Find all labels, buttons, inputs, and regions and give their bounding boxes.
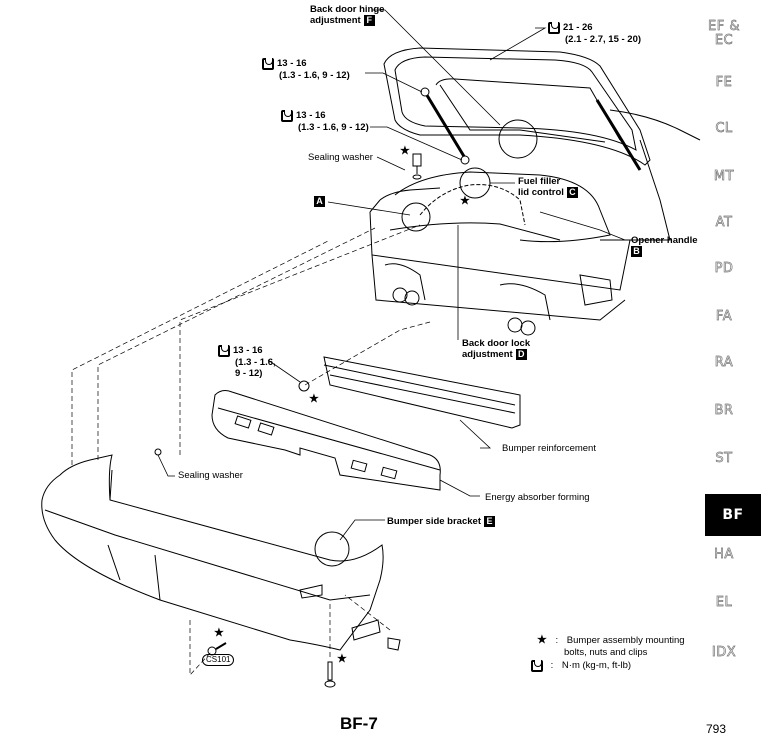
callout-sealing-washer-top: Sealing washer — [308, 152, 373, 163]
section-tab-st[interactable]: ST — [715, 451, 733, 466]
section-tab-cl[interactable]: CL — [715, 121, 733, 136]
callout-line1: Back door lock — [462, 338, 531, 349]
callout-text: Bumper side bracket — [387, 516, 481, 527]
page-number: 793 — [706, 722, 727, 736]
back-door — [383, 47, 651, 166]
torque-wrench-icon — [281, 110, 293, 122]
star-icon: ★ — [537, 634, 547, 646]
callout-energy-absorber: Energy absorber forming — [485, 492, 590, 503]
torque-value-alt: (1.3 - 1.6, — [235, 357, 276, 368]
ref-badge-f: F — [363, 15, 375, 26]
exhaust-detail — [384, 263, 613, 336]
section-tab-bf[interactable]: BF — [705, 494, 761, 536]
section-tab-ha[interactable]: HA — [714, 547, 734, 562]
section-tab-at[interactable]: AT — [715, 215, 733, 230]
torque-wrench-icon — [531, 660, 543, 672]
legend-torque-text: N·m (kg-m, ft-lb) — [561, 660, 632, 671]
fasteners — [207, 153, 422, 688]
section-tab-fe[interactable]: FE — [715, 75, 733, 90]
callout-ref-a: A — [314, 196, 325, 207]
section-tab-pd[interactable]: PD — [714, 261, 734, 276]
ref-badge-a: A — [314, 196, 325, 207]
bumper-fascia-part — [41, 448, 384, 651]
section-tab-br[interactable]: BR — [714, 403, 734, 418]
legend-torque-row: : N·m (kg-m, ft-lb) — [531, 660, 685, 672]
legend-star-text: Bumper assembly mounting — [566, 635, 685, 646]
callout-line1: Back door hinge — [310, 4, 385, 15]
star-icon: ★ — [214, 627, 224, 639]
callout-sealing-washer-bottom: Sealing washer — [178, 470, 243, 481]
leader-lines — [157, 9, 626, 541]
torque-value-alt: (1.3 - 1.6, 9 - 12) — [298, 122, 369, 133]
torque-wrench-icon — [262, 58, 274, 70]
legend-separator: : — [555, 635, 559, 646]
legend-star-row: ★ : Bumper assembly mounting — [537, 634, 685, 647]
star-icon: ★ — [460, 195, 470, 207]
callout-text: Opener handle — [631, 235, 698, 246]
section-tab-el[interactable]: EL — [715, 595, 733, 610]
torque-wrench-icon — [548, 22, 560, 34]
gas-struts — [420, 87, 642, 171]
star-icon: ★ — [400, 145, 410, 157]
callout-torque-bumper-nut: 13 - 16 (1.3 - 1.6, 9 - 12) — [218, 345, 276, 379]
dashed-assembly-lines — [71, 224, 431, 676]
page-code: BF-7 — [340, 714, 378, 733]
callout-torque-strut-upper: 13 - 16 (1.3 - 1.6, 9 - 12) — [262, 58, 350, 81]
ref-badge-c: C — [566, 187, 578, 198]
section-tab-ra[interactable]: RA — [714, 355, 734, 370]
ref-badge-e: E — [483, 516, 495, 527]
torque-wrench-icon — [218, 345, 230, 357]
star-icon: ★ — [309, 393, 319, 405]
legend-star-text-cont: bolts, nuts and clips — [564, 647, 648, 658]
torque-value-alt: (1.3 - 1.6, 9 - 12) — [279, 70, 350, 81]
ref-badge-d: D — [515, 349, 527, 360]
torque-value-alt: (2.1 - 2.7, 15 - 20) — [565, 34, 642, 45]
callout-line1: Fuel filler — [518, 176, 561, 187]
torque-value: 13 - 16 — [233, 345, 263, 356]
torque-value: 21 - 26 — [563, 22, 593, 33]
ref-badge-b: B — [631, 246, 642, 257]
section-tab-idx[interactable]: IDX — [711, 645, 737, 660]
section-tab-efec[interactable]: EF & EC — [708, 19, 740, 48]
callout-torque-strut-lower: 13 - 16 (1.3 - 1.6, 9 - 12) — [281, 110, 369, 133]
callout-opener-handle: Opener handle B — [631, 235, 698, 257]
bumper-reinforcement-part — [323, 356, 521, 429]
callout-bumper-reinforcement: Bumper reinforcement — [502, 443, 596, 454]
car-body — [369, 109, 701, 321]
callout-torque-hatch-hinge: 21 - 26 (2.1 - 2.7, 15 - 20) — [548, 22, 641, 45]
section-tab-mt[interactable]: MT — [713, 169, 735, 184]
torque-value: 13 - 16 — [296, 110, 326, 121]
callout-text: adjustment — [462, 349, 513, 360]
torque-value: 13 - 16 — [277, 58, 307, 69]
torque-value-alt: 9 - 12) — [235, 368, 263, 379]
legend-separator: : — [550, 660, 554, 671]
callout-text: lid control — [518, 187, 564, 198]
cs101-label: CS101 — [202, 654, 235, 666]
star-icon: ★ — [337, 653, 347, 665]
energy-absorber-part — [211, 390, 441, 491]
legend: ★ : Bumper assembly mounting bolts, nuts… — [531, 634, 685, 672]
callout-text: adjustment — [310, 15, 361, 26]
section-tab-fa[interactable]: FA — [715, 309, 733, 324]
